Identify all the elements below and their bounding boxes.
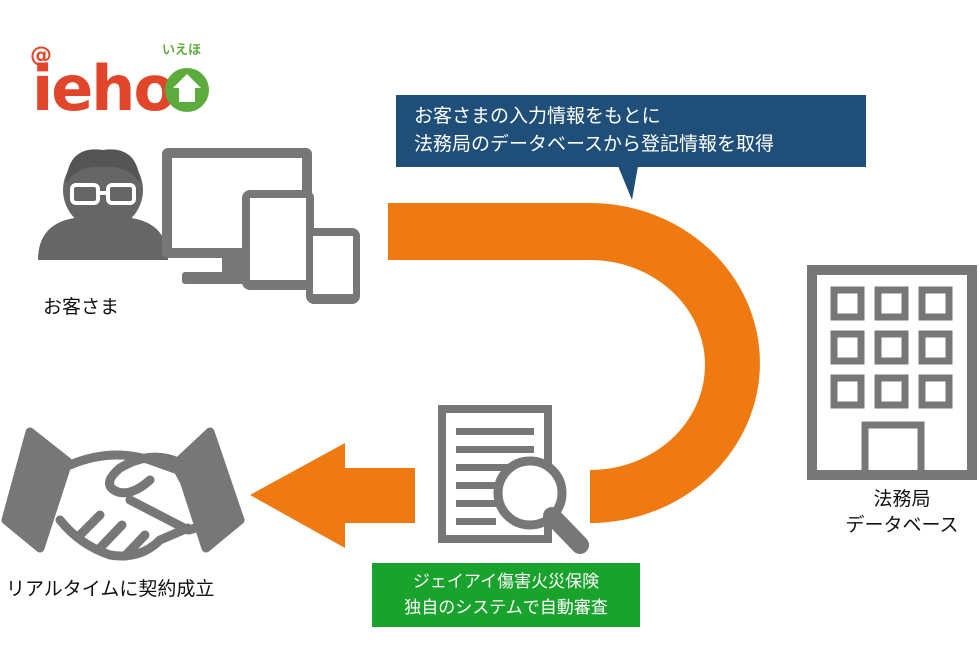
callout-tail [618, 166, 638, 200]
orange-flow-band [388, 203, 760, 523]
bureau-label: 法務局 データベース [832, 486, 972, 538]
contract-label: リアルタイムに契約成立 [6, 578, 215, 600]
ieho-logo: @ ieho いえほ [30, 38, 230, 125]
system-box: ジェイアイ傷害火災保険 独自のシステムで自動審査 [372, 563, 640, 627]
callout-line2: 法務局のデータベースから登記情報を取得 [414, 133, 775, 155]
info-callout: お客さまの入力情報をもとに 法務局のデータベースから登記情報を取得 [396, 95, 866, 167]
bureau-label-line2: データベース [845, 514, 959, 536]
bureau-label-line1: 法務局 [873, 488, 931, 510]
logo-text: ieho [32, 52, 174, 118]
handshake-icon [1, 427, 245, 561]
logo-at: @ [30, 43, 52, 68]
customer-label: お客さま [43, 296, 120, 318]
left-arrow [250, 443, 415, 548]
system-box-line1: ジェイアイ傷害火災保険 [412, 572, 600, 592]
logo-kana: いえほ [162, 43, 201, 58]
orange-flow-band-bottom [590, 470, 598, 523]
user-icon [38, 149, 168, 260]
document-search-icon [438, 405, 589, 554]
callout-line1: お客さまの入力情報をもとに [414, 105, 661, 127]
building-icon [807, 265, 977, 480]
system-box-line2: 独自のシステムで自動審査 [404, 598, 608, 618]
house-icon [165, 68, 209, 112]
devices-icon [162, 148, 360, 304]
